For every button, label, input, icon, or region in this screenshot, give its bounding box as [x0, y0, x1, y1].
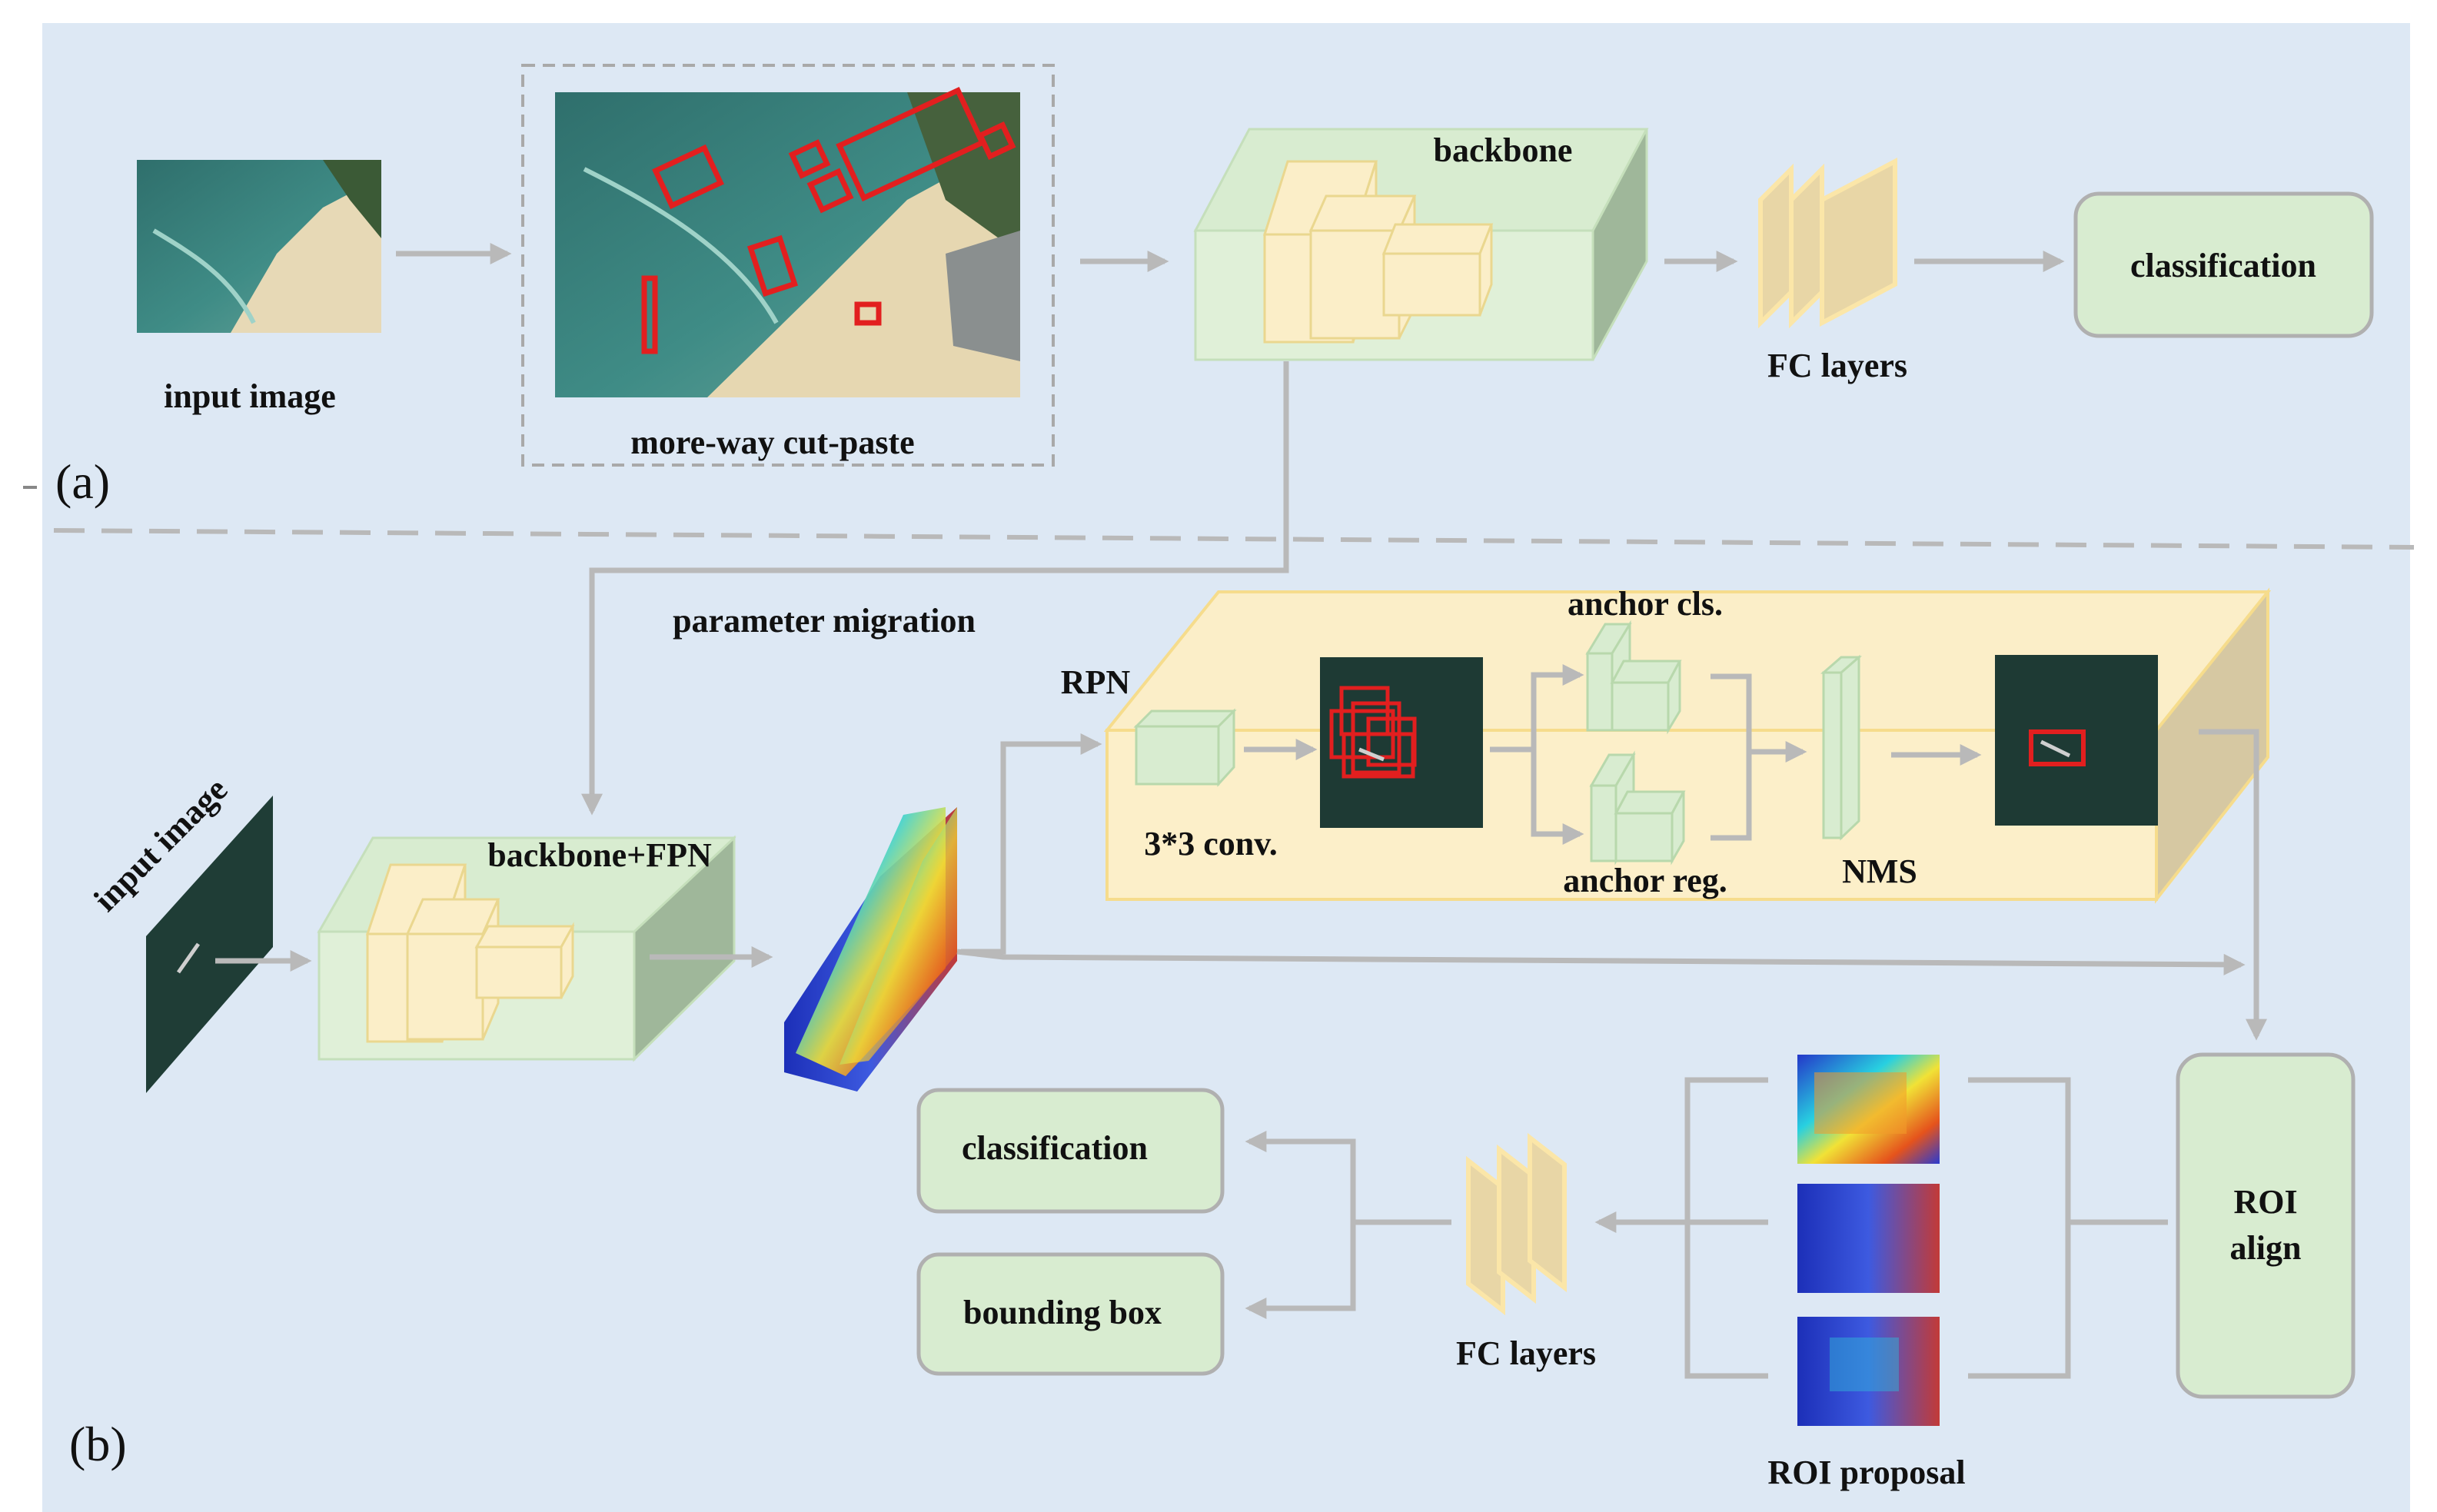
feature-maps [784, 807, 957, 1092]
classification-label-a: classification [2130, 247, 2316, 284]
roi-align-box [2176, 1052, 2356, 1399]
roi-align-label-line1: ROI [2233, 1183, 2297, 1221]
nms-label: NMS [1842, 852, 1917, 890]
anchor-reg-block [1589, 750, 1686, 866]
anchor-cls-label: anchor cls. [1568, 585, 1723, 623]
backbone-label-a: backbone [1434, 131, 1573, 169]
fc-layers-b [1466, 1132, 1567, 1316]
classification-box-a [2073, 191, 2374, 338]
bounding-box-box [916, 1252, 1225, 1376]
roi-proposal-maps [1797, 1055, 1940, 1426]
fc-layers-label-a: FC layers [1767, 347, 1907, 384]
arrow-to-anchor-cls [1531, 664, 1584, 749]
input-image-label-a: input image [164, 377, 336, 415]
panel-b-letter: (b) [69, 1417, 127, 1471]
rpn-label: RPN [1061, 663, 1131, 701]
arrow-parameter-migration [581, 361, 1289, 816]
anchor-cls-block [1585, 620, 1682, 735]
bracket-anchors [1711, 673, 1752, 841]
classification-label-b: classification [962, 1129, 1148, 1167]
panel-a-letter: (a) [55, 454, 110, 509]
backbone-fpn-block [317, 835, 736, 1062]
anchor-reg-label: anchor reg. [1563, 862, 1727, 899]
cutpaste-image [555, 92, 1020, 397]
parameter-migration-label: parameter migration [673, 602, 976, 640]
panel-divider [53, 528, 2415, 550]
bracket-roi-proposals-left [1684, 1077, 1768, 1379]
proposal-result-image [1995, 655, 2158, 826]
arrow-features-to-roi-align [956, 949, 2246, 975]
arrow-rpn-to-roi-align [2199, 729, 2267, 1041]
cutpaste-red-boxes [641, 86, 1016, 354]
cutpaste-dashed-frame [521, 64, 1055, 467]
arrow-to-bbox-b [1245, 1222, 1356, 1319]
fc-layers-label-b: FC layers [1456, 1334, 1596, 1372]
roi-align-label-line2: align [2230, 1229, 2302, 1267]
fc-layers-a [1758, 158, 1897, 329]
conv-label: 3*3 conv. [1144, 825, 1278, 862]
arrow-features-to-rpn [961, 733, 1102, 955]
input-image-a [137, 160, 381, 333]
bounding-box-label: bounding box [963, 1294, 1162, 1331]
arrow-to-anchor-reg [1531, 749, 1584, 845]
classification-box-b [916, 1088, 1225, 1214]
input-image-b [146, 796, 273, 1093]
bracket-roi-proposals-right [1968, 1077, 2071, 1379]
backbone-block-a [1193, 128, 1649, 361]
conv-block [1133, 708, 1237, 787]
backbone-fpn-label: backbone+FPN [487, 836, 712, 874]
roi-proposal-label: ROI proposal [1767, 1454, 1965, 1491]
cutpaste-label: more-way cut-paste [630, 424, 914, 461]
nms-block [1820, 654, 1863, 841]
anchor-image [1320, 657, 1483, 828]
